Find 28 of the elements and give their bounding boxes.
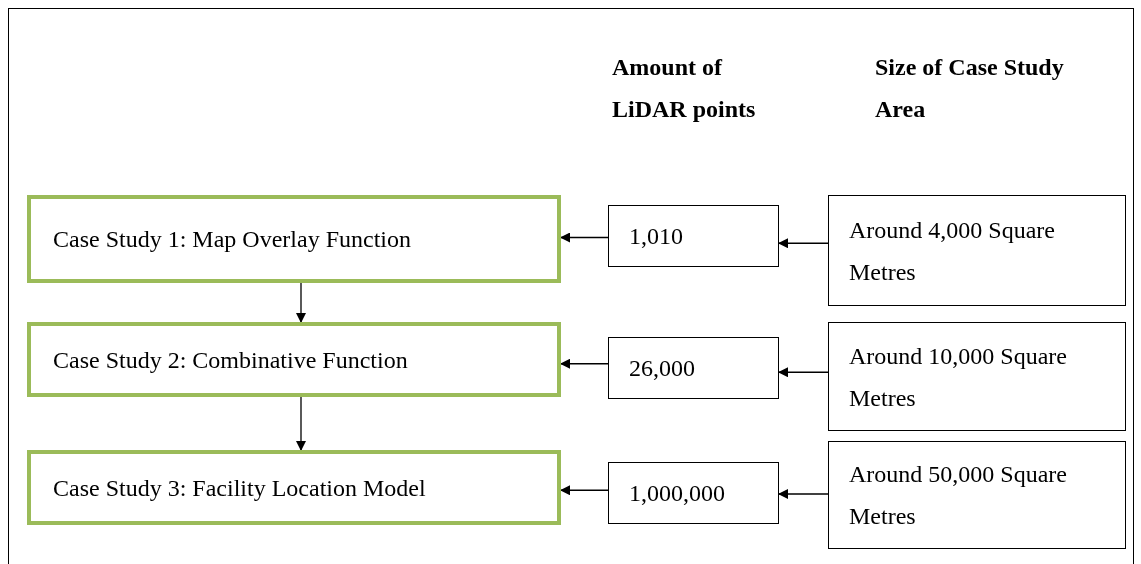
node-text: 1,010 (629, 222, 683, 251)
node-text: Case Study 3: Facility Location Model (53, 473, 426, 503)
column-heading: Amount of LiDAR points (612, 53, 757, 124)
node-text: 1,000,000 (629, 479, 725, 508)
point-count-box (608, 205, 779, 267)
arrow (778, 367, 829, 378)
area-size-box (828, 441, 1126, 549)
case-study-box (27, 195, 561, 283)
area-size-box (828, 322, 1126, 431)
node-text: Around 10,000 Square Metres (849, 341, 1068, 413)
arrow (560, 358, 609, 369)
point-count-box (608, 462, 779, 524)
arrow (560, 485, 609, 496)
node-text: Around 50,000 Square Metres (849, 460, 1068, 531)
area-size-box (828, 195, 1126, 306)
case-study-box (27, 450, 561, 525)
arrow (778, 489, 829, 499)
column-heading: Size of Case Study Area (875, 53, 1065, 124)
arrow (560, 232, 609, 243)
arrow (778, 238, 829, 249)
node-text: 26,000 (629, 354, 695, 383)
arrow (296, 282, 306, 323)
case-study-box (27, 322, 561, 397)
arrow (296, 396, 306, 451)
point-count-box (608, 337, 779, 399)
node-text: Case Study 2: Combinative Function (53, 345, 408, 375)
node-text: Around 4,000 Square Metres (849, 215, 1056, 287)
node-text: Case Study 1: Map Overlay Function (53, 225, 411, 254)
